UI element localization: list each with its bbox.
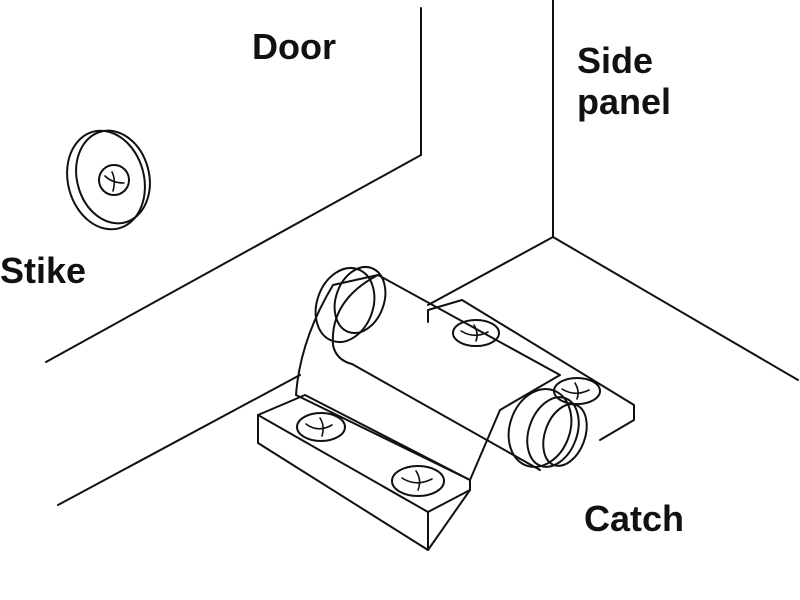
catch <box>257 266 635 551</box>
side-panel-label-line2: panel <box>577 81 672 123</box>
side-panel-label: Side panel <box>577 40 671 123</box>
door-label: Door <box>252 26 336 67</box>
side-panel-floor-edge <box>552 236 799 381</box>
floor-back-edge-left <box>57 374 301 506</box>
screw-icon <box>296 412 346 442</box>
screw-icon <box>553 377 601 405</box>
screw-icon <box>391 465 445 497</box>
cabinet-lines <box>45 0 799 506</box>
stike-label: Stike <box>0 250 87 291</box>
floor-back-edge-right <box>427 236 554 306</box>
screw-icon <box>452 319 500 347</box>
screw-head-icon <box>104 171 125 192</box>
catch-label: Catch <box>584 498 685 539</box>
strike-plate <box>66 129 151 231</box>
door-bottom-edge <box>45 154 422 363</box>
side-panel-label-line1: Side <box>577 40 654 81</box>
